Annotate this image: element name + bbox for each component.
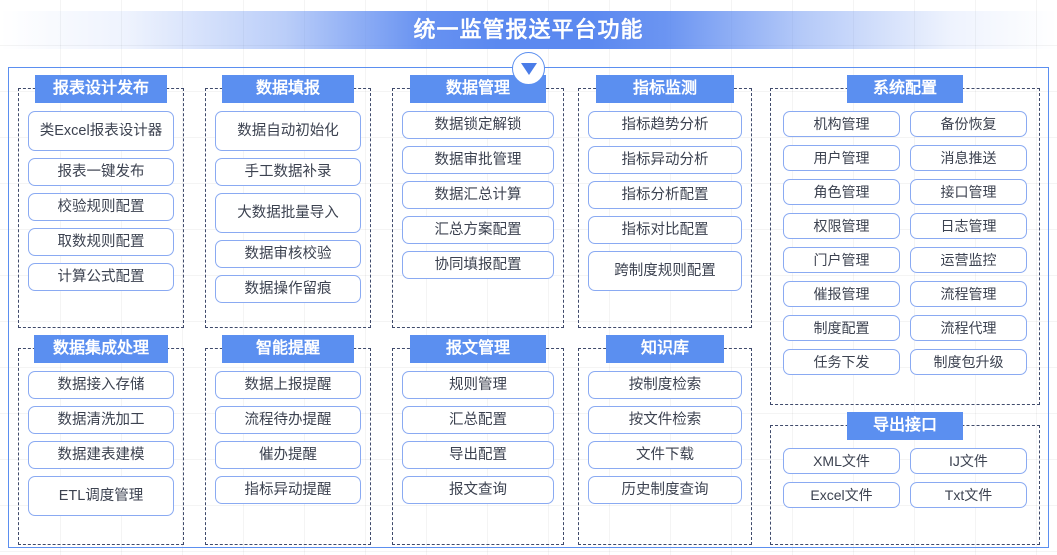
feature-item[interactable]: 数据操作留痕 (215, 275, 361, 303)
feature-item[interactable]: 运营监控 (910, 247, 1027, 273)
feature-item[interactable]: 角色管理 (783, 179, 900, 205)
group-header-report-design: 报表设计发布 (35, 75, 167, 103)
feature-item[interactable]: 类Excel报表设计器 (28, 111, 174, 151)
feature-item[interactable]: 门户管理 (783, 247, 900, 273)
feature-item[interactable]: 校验规则配置 (28, 193, 174, 221)
feature-item[interactable]: 备份恢复 (910, 111, 1027, 137)
feature-item[interactable]: 数据接入存储 (28, 371, 174, 399)
group-message-manage: 报文管理规则管理汇总配置导出配置报文查询 (392, 335, 564, 545)
group-data-integrate: 数据集成处理数据接入存储数据清洗加工数据建表建模 ETL调度管理 (18, 335, 184, 545)
feature-item[interactable]: 催办提醒 (215, 441, 361, 469)
feature-item[interactable]: 计算公式配置 (28, 263, 174, 291)
group-body-indicator: 指标趋势分析指标异动分析指标分析配置指标对比配置跨制度规则配置 (579, 111, 751, 321)
group-body-knowledge: 按制度检索按文件检索文件下载历史制度查询 (579, 371, 751, 538)
feature-item[interactable]: 按文件检索 (588, 406, 742, 434)
group-header-knowledge: 知识库 (606, 335, 724, 363)
feature-item[interactable]: IJ文件 (910, 448, 1027, 474)
group-body-data-manage: 数据锁定解锁数据审批管理数据汇总计算汇总方案配置协同填报配置 (393, 111, 563, 321)
group-data-fill: 数据填报数据自动初始化手工数据补录大数据批量导入数据审核校验数据操作留痕 (205, 75, 371, 328)
group-indicator: 指标监测指标趋势分析指标异动分析指标分析配置指标对比配置跨制度规则配置 (578, 75, 752, 328)
feature-item[interactable]: 任务下发 (783, 349, 900, 375)
group-body-smart-remind: 数据上报提醒流程待办提醒催办提醒指标异动提醒 (206, 371, 370, 538)
group-body-export: XML文件 IJ文件 Excel文件 Txt文件 (771, 448, 1039, 538)
feature-item[interactable]: 按制度检索 (588, 371, 742, 399)
page-title: 统一监管报送平台功能 (413, 17, 644, 42)
chevron-down-triangle-icon (512, 52, 545, 85)
group-knowledge: 知识库按制度检索按文件检索文件下载历史制度查询 (578, 335, 752, 545)
feature-item[interactable]: 跨制度规则配置 (588, 251, 742, 291)
feature-item[interactable]: 数据审批管理 (402, 146, 554, 174)
group-header-export: 导出接口 (847, 412, 963, 440)
feature-item[interactable]: 权限管理 (783, 213, 900, 239)
group-data-manage: 数据管理数据锁定解锁数据审批管理数据汇总计算汇总方案配置协同填报配置 (392, 75, 564, 328)
group-body-data-integrate: 数据接入存储数据清洗加工数据建表建模 ETL调度管理 (19, 371, 183, 538)
feature-item[interactable]: 数据上报提醒 (215, 371, 361, 399)
feature-item[interactable]: 手工数据补录 (215, 158, 361, 186)
group-export: 导出接口 XML文件 IJ文件 Excel文件 Txt文件 (770, 412, 1040, 545)
group-body-message-manage: 规则管理汇总配置导出配置报文查询 (393, 371, 563, 538)
feature-item[interactable]: 指标对比配置 (588, 216, 742, 244)
feature-item[interactable]: 数据锁定解锁 (402, 111, 554, 139)
group-header-data-fill: 数据填报 (222, 75, 354, 103)
group-body-report-design: 类Excel报表设计器报表一键发布校验规则配置取数规则配置计算公式配置 (19, 111, 183, 321)
feature-item[interactable]: 消息推送 (910, 145, 1027, 171)
feature-item[interactable]: 指标异动分析 (588, 146, 742, 174)
feature-item[interactable]: Excel文件 (783, 482, 900, 508)
feature-item[interactable]: 报文查询 (402, 476, 554, 504)
feature-item[interactable]: Txt文件 (910, 482, 1027, 508)
feature-item[interactable]: 大数据批量导入 (215, 193, 361, 233)
feature-item[interactable]: 指标异动提醒 (215, 476, 361, 504)
feature-item[interactable]: 汇总方案配置 (402, 216, 554, 244)
feature-item[interactable]: 报表一键发布 (28, 158, 174, 186)
feature-item[interactable]: 流程代理 (910, 315, 1027, 341)
group-body-sys-config: 机构管理备份恢复用户管理消息推送角色管理接口管理权限管理日志管理门户管理运营监控… (771, 111, 1039, 398)
group-smart-remind: 智能提醒数据上报提醒流程待办提醒催办提醒指标异动提醒 (205, 335, 371, 545)
feature-item[interactable]: 数据清洗加工 (28, 406, 174, 434)
group-body-data-fill: 数据自动初始化手工数据补录大数据批量导入数据审核校验数据操作留痕 (206, 111, 370, 321)
feature-item[interactable]: 日志管理 (910, 213, 1027, 239)
group-header-smart-remind: 智能提醒 (222, 335, 354, 363)
feature-item[interactable]: 数据汇总计算 (402, 181, 554, 209)
group-sys-config: 系统配置机构管理备份恢复用户管理消息推送角色管理接口管理权限管理日志管理门户管理… (770, 75, 1040, 405)
feature-item[interactable]: 数据建表建模 (28, 441, 174, 469)
feature-item[interactable]: ETL调度管理 (28, 476, 174, 516)
feature-item[interactable]: 接口管理 (910, 179, 1027, 205)
feature-item[interactable]: 流程待办提醒 (215, 406, 361, 434)
feature-item[interactable]: 指标分析配置 (588, 181, 742, 209)
feature-item[interactable]: 流程管理 (910, 281, 1027, 307)
feature-item[interactable]: 制度包升级 (910, 349, 1027, 375)
feature-item[interactable]: 数据审核校验 (215, 240, 361, 268)
feature-item[interactable]: 指标趋势分析 (588, 111, 742, 139)
feature-item[interactable]: 导出配置 (402, 441, 554, 469)
feature-item[interactable]: 汇总配置 (402, 406, 554, 434)
feature-item[interactable]: 机构管理 (783, 111, 900, 137)
feature-item[interactable]: 催报管理 (783, 281, 900, 307)
feature-item[interactable]: XML文件 (783, 448, 900, 474)
group-header-indicator: 指标监测 (596, 75, 734, 103)
feature-item[interactable]: 历史制度查询 (588, 476, 742, 504)
group-header-sys-config: 系统配置 (847, 75, 963, 103)
group-header-message-manage: 报文管理 (410, 335, 546, 363)
group-report-design: 报表设计发布类Excel报表设计器报表一键发布校验规则配置取数规则配置计算公式配… (18, 75, 184, 328)
feature-item[interactable]: 制度配置 (783, 315, 900, 341)
feature-item[interactable]: 规则管理 (402, 371, 554, 399)
page-banner: 统一监管报送平台功能 (0, 11, 1057, 49)
triangle-glyph (520, 62, 537, 75)
feature-item[interactable]: 协同填报配置 (402, 251, 554, 279)
group-header-data-integrate: 数据集成处理 (34, 335, 168, 363)
feature-item[interactable]: 用户管理 (783, 145, 900, 171)
feature-item[interactable]: 文件下载 (588, 441, 742, 469)
feature-item[interactable]: 数据自动初始化 (215, 111, 361, 151)
feature-item[interactable]: 取数规则配置 (28, 228, 174, 256)
